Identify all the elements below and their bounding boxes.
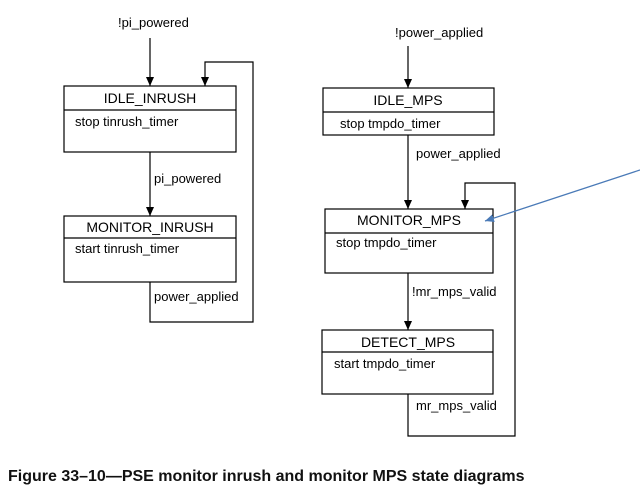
- state-action: stop tmpdo_timer: [340, 116, 441, 131]
- state-name: IDLE_INRUSH: [104, 90, 197, 106]
- annotation-arrow: [484, 169, 640, 222]
- entry-label-right: !power_applied: [395, 25, 483, 40]
- left-state-diagram: !pi_powered IDLE_INRUSH stop tinrush_tim…: [63, 15, 254, 323]
- transition-label: power_applied: [154, 289, 239, 304]
- state-name: DETECT_MPS: [361, 334, 455, 350]
- state-action: stop tmpdo_timer: [336, 235, 437, 250]
- state-name: MONITOR_MPS: [357, 212, 461, 228]
- loop-arrow-mr-mps-valid: [407, 182, 516, 437]
- state-idle-inrush: IDLE_INRUSH stop tinrush_timer: [63, 85, 237, 153]
- state-idle-mps: IDLE_MPS stop tmpdo_timer: [322, 87, 495, 136]
- transition-label: power_applied: [416, 146, 501, 161]
- transition-label: mr_mps_valid: [416, 398, 497, 413]
- state-name: IDLE_MPS: [373, 92, 442, 108]
- figure-caption: Figure 33–10—PSE monitor inrush and moni…: [8, 468, 525, 485]
- entry-label-left: !pi_powered: [118, 15, 189, 30]
- transition-label: pi_powered: [154, 171, 221, 186]
- right-state-diagram: !power_applied IDLE_MPS stop tmpdo_timer…: [321, 25, 516, 437]
- state-action: stop tinrush_timer: [75, 114, 179, 129]
- state-detect-mps: DETECT_MPS start tmpdo_timer: [321, 329, 494, 395]
- state-monitor-mps: MONITOR_MPS stop tmpdo_timer: [324, 208, 494, 274]
- transition-label: !mr_mps_valid: [412, 284, 497, 299]
- state-monitor-inrush: MONITOR_INRUSH start tinrush_timer: [63, 215, 237, 283]
- loop-arrow-power-applied: [149, 61, 254, 323]
- state-action: start tmpdo_timer: [334, 356, 436, 371]
- state-action: start tinrush_timer: [75, 241, 180, 256]
- state-name: MONITOR_INRUSH: [86, 219, 213, 235]
